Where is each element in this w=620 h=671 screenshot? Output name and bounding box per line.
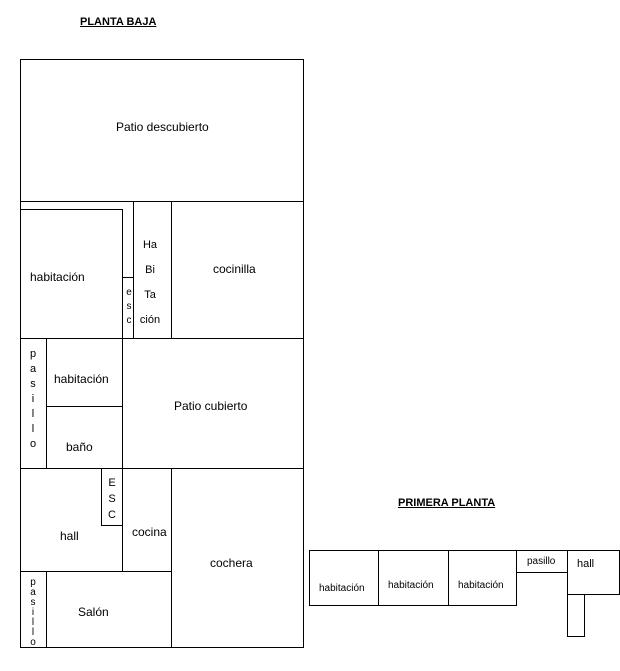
room-first-habitacion-1: [309, 550, 379, 606]
label-esc-2: C: [108, 509, 116, 521]
room-pasillo-1: [20, 338, 47, 469]
label-esc-small-0: e: [126, 287, 132, 298]
label-first-hall: hall: [577, 558, 595, 570]
label-first-pasillo: pasillo: [527, 556, 556, 567]
label-habitacion-vertical-3: ción: [139, 314, 161, 326]
room-patio-cubierto: [122, 338, 304, 469]
label-cocinilla: cocinilla: [213, 262, 256, 276]
label-pasillo-2-6: o: [30, 637, 36, 648]
room-first-habitacion-3: [448, 550, 517, 606]
label-cocina: cocina: [132, 525, 167, 539]
label-pasillo-1-2: s: [30, 378, 36, 390]
first-floor-title: PRIMERA PLANTA: [398, 497, 496, 509]
label-esc-1: S: [108, 493, 116, 505]
label-pasillo-2: p a s i l l o: [22, 578, 44, 648]
room-cocina: [122, 468, 172, 572]
label-pasillo-1-4: l: [31, 408, 35, 420]
label-habitacion-1: habitación: [30, 270, 85, 284]
room-bano: [46, 406, 123, 469]
label-pasillo-1: p a s i l l o: [22, 347, 44, 452]
room-cocinilla: [171, 201, 304, 339]
label-habitacion-2: habitación: [54, 372, 109, 386]
label-pasillo-2-0: p: [30, 577, 36, 588]
label-esc-small: e s c: [124, 286, 134, 328]
label-pasillo-1-0: p: [29, 348, 37, 360]
label-hall: hall: [60, 529, 79, 543]
label-patio-cubierto: Patio cubierto: [174, 399, 248, 413]
label-pasillo-1-6: o: [29, 438, 37, 450]
label-first-habitacion-2: habitación: [388, 580, 434, 591]
room-first-hall: [567, 550, 620, 595]
room-habitacion-vertical: [133, 201, 172, 339]
label-first-habitacion-3: habitación: [458, 580, 504, 591]
label-pasillo-1-3: i: [31, 393, 35, 405]
room-first-stair: [567, 594, 585, 637]
label-habitacion-vertical-1: Bi: [145, 264, 155, 276]
label-pasillo-2-3: i: [31, 607, 35, 618]
label-pasillo-1-5: l: [31, 423, 35, 435]
label-habitacion-vertical: Ha Bi Ta ción: [135, 233, 165, 333]
label-pasillo-2-2: s: [30, 597, 36, 608]
label-first-habitacion-1: habitación: [319, 583, 365, 594]
label-esc-small-2: c: [126, 315, 132, 326]
room-salon: [46, 571, 172, 648]
room-patio-descubierto: [20, 59, 304, 202]
ground-floor-title: PLANTA BAJA: [80, 16, 157, 28]
label-pasillo-1-1: a: [29, 363, 37, 375]
label-salon: Salón: [78, 605, 109, 619]
label-esc-small-1: s: [126, 301, 132, 312]
label-patio-descubierto: Patio descubierto: [116, 120, 209, 134]
label-esc-0: E: [108, 477, 116, 489]
label-pasillo-2-4: l: [31, 617, 35, 628]
room-first-habitacion-2: [378, 550, 449, 606]
label-cochera: cochera: [210, 556, 253, 570]
room-cochera: [171, 468, 304, 648]
label-pasillo-2-5: l: [31, 627, 35, 638]
label-pasillo-2-1: a: [30, 587, 36, 598]
label-esc: E S C: [103, 475, 121, 523]
label-bano: baño: [66, 440, 93, 454]
label-habitacion-vertical-2: Ta: [144, 289, 156, 301]
label-habitacion-vertical-0: Ha: [142, 239, 158, 251]
